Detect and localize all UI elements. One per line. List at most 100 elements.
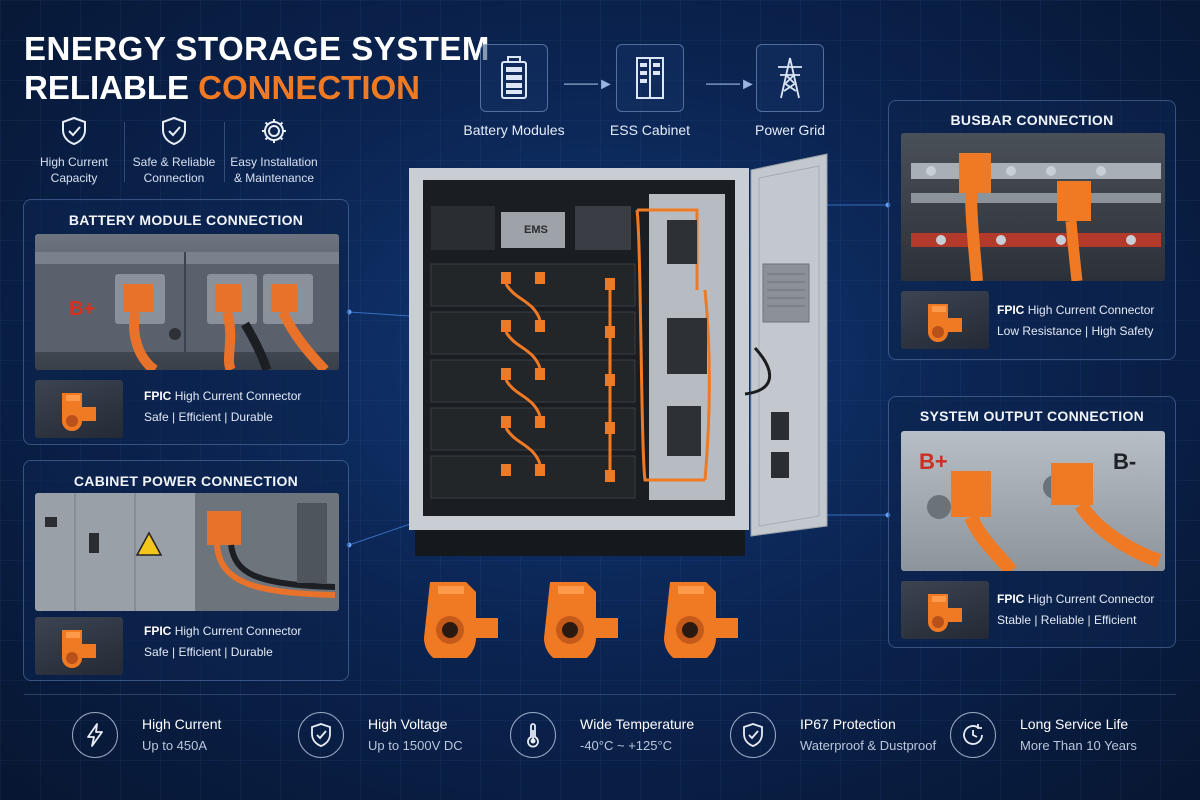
spec-icon-ring xyxy=(950,712,996,758)
connector-thumbnail xyxy=(35,380,123,438)
orange-connector-icon xyxy=(928,594,962,632)
feature-high-current: High Current Capacity xyxy=(24,116,124,192)
product-features: Safe | Efficient | Durable xyxy=(144,645,273,659)
product-features: Safe | Efficient | Durable xyxy=(144,410,273,424)
brand-name: FPIC xyxy=(144,624,172,638)
ess-cabinet-illustration: EMS xyxy=(405,150,845,560)
flow-icon-box xyxy=(480,44,548,112)
connector-description: FPIC High Current Connector Stable | Rel… xyxy=(997,589,1154,631)
connector-description: FPIC High Current Connector Safe | Effic… xyxy=(144,621,301,663)
spec-value: Up to 450A xyxy=(142,738,208,753)
battery-module-photo: B+ xyxy=(35,234,339,370)
cabinet-icon xyxy=(636,57,664,99)
headline: ENERGY STORAGE SYSTEM RELIABLE CONNECTIO… xyxy=(24,30,490,108)
connector-showcase xyxy=(412,568,752,664)
panel-title: BATTERY MODULE CONNECTION xyxy=(68,212,304,228)
arrow-right-icon: ───► xyxy=(706,76,756,93)
flow-label: Power Grid xyxy=(754,122,826,138)
headline-line-2: RELIABLE CONNECTION xyxy=(24,68,490,108)
spec-value: Up to 1500V DC xyxy=(368,738,463,753)
lightning-icon xyxy=(87,723,103,747)
arrow-right-icon: ───► xyxy=(564,76,614,93)
connector-description: FPIC High Current Connector Low Resistan… xyxy=(997,300,1154,342)
brand-name: FPIC xyxy=(997,592,1025,606)
feature-list: High Current Capacity Safe & Reliable Co… xyxy=(24,116,324,192)
flow-icon-box xyxy=(756,44,824,112)
feature-easy-installation: Easy Installation & Maintenance xyxy=(224,116,324,192)
shield-check-icon xyxy=(62,116,86,146)
orange-connector-icon xyxy=(62,393,96,431)
shield-check-icon xyxy=(162,116,186,146)
panel-cabinet-power: CABINET POWER CONNECTION FPIC High Curre… xyxy=(23,460,349,681)
ems-label: EMS xyxy=(524,224,548,236)
connector-thumbnail xyxy=(901,291,989,349)
busbar-illustration xyxy=(911,153,1161,281)
system-output-illustration xyxy=(927,463,1162,571)
orange-connector-icon xyxy=(544,582,618,664)
spec-title: IP67 Protection xyxy=(800,716,896,732)
brand-name: FPIC xyxy=(144,389,172,403)
terminal-label: B+ xyxy=(69,298,96,320)
cabinet-power-photo xyxy=(35,493,339,611)
shield-check-icon xyxy=(311,723,331,747)
connector-description: FPIC High Current Connector Safe | Effic… xyxy=(144,386,301,428)
panel-title: SYSTEM OUTPUT CONNECTION xyxy=(919,408,1145,424)
flow-step-cabinet: ESS Cabinet xyxy=(590,44,710,138)
orange-connector-trio xyxy=(424,582,738,664)
feature-label: High Current Capacity xyxy=(39,155,109,185)
power-tower-icon xyxy=(778,57,802,99)
connector-thumbnail xyxy=(901,581,989,639)
headline-line-1: ENERGY STORAGE SYSTEM xyxy=(24,30,490,67)
system-output-photo: B+ B- xyxy=(901,431,1165,571)
flow-label: ESS Cabinet xyxy=(609,122,691,138)
system-flow: Battery Modules ───► ESS Cabinet ───► xyxy=(460,44,840,138)
orange-connector-icon xyxy=(62,630,96,668)
gear-icon xyxy=(262,119,286,143)
panel-battery-module: BATTERY MODULE CONNECTION B+ FPIC High xyxy=(23,199,349,445)
brand-name: FPIC xyxy=(997,303,1025,317)
panel-system-output: SYSTEM OUTPUT CONNECTION B+ B- FPIC High… xyxy=(888,396,1176,648)
thermometer-icon xyxy=(527,723,539,748)
ess-cabinet-graphic xyxy=(409,153,828,556)
product-name: High Current Connector xyxy=(174,389,302,403)
orange-connector-icon xyxy=(664,582,738,664)
orange-connector-icon xyxy=(424,582,498,664)
panel-busbar: BUSBAR CONNECTION FPIC High Current Conn… xyxy=(888,100,1176,360)
product-features: Stable | Reliable | Efficient xyxy=(997,613,1137,627)
spec-value: -40°C ~ +125°C xyxy=(580,738,673,753)
positive-terminal-label: B+ xyxy=(919,449,948,474)
panel-title: CABINET POWER CONNECTION xyxy=(73,473,299,489)
panel-title: BUSBAR CONNECTION xyxy=(950,112,1114,128)
feature-label: Easy Installation & Maintenance xyxy=(230,155,318,185)
battery-module-illustration xyxy=(35,252,339,370)
product-name: High Current Connector xyxy=(1027,303,1155,317)
headline-word-reliable: RELIABLE xyxy=(24,69,189,106)
flow-step-grid: Power Grid xyxy=(730,44,850,138)
negative-terminal-label: B- xyxy=(1113,449,1137,474)
battery-icon xyxy=(501,56,527,99)
spec-title: Long Service Life xyxy=(1020,716,1129,732)
busbar-photo xyxy=(901,133,1165,281)
orange-connector-icon xyxy=(928,304,962,342)
flow-icon-box xyxy=(616,44,684,112)
spec-icon-ring xyxy=(72,712,118,758)
headline-word-connection: CONNECTION xyxy=(198,69,421,106)
product-name: High Current Connector xyxy=(1027,592,1155,606)
feature-label: Safe & Reliable Connection xyxy=(132,155,216,185)
spec-value: Waterproof & Dustproof xyxy=(800,738,937,753)
specification-list: High Current Up to 450A High Voltage Up … xyxy=(72,708,1162,764)
spec-icon-ring xyxy=(510,712,556,758)
spec-title: High Voltage xyxy=(368,716,448,732)
spec-icon-ring xyxy=(730,712,776,758)
clock-icon xyxy=(963,724,983,745)
bottom-divider xyxy=(24,694,1176,695)
spec-title: High Current xyxy=(142,716,222,732)
product-features: Low Resistance | High Safety xyxy=(997,324,1154,338)
flow-step-battery: Battery Modules xyxy=(454,44,574,138)
spec-value: More Than 10 Years xyxy=(1020,738,1137,753)
feature-safe-reliable: Safe & Reliable Connection xyxy=(124,116,224,192)
product-name: High Current Connector xyxy=(174,624,302,638)
spec-icon-ring xyxy=(298,712,344,758)
shield-check-icon xyxy=(743,723,763,747)
spec-title: Wide Temperature xyxy=(580,716,695,732)
